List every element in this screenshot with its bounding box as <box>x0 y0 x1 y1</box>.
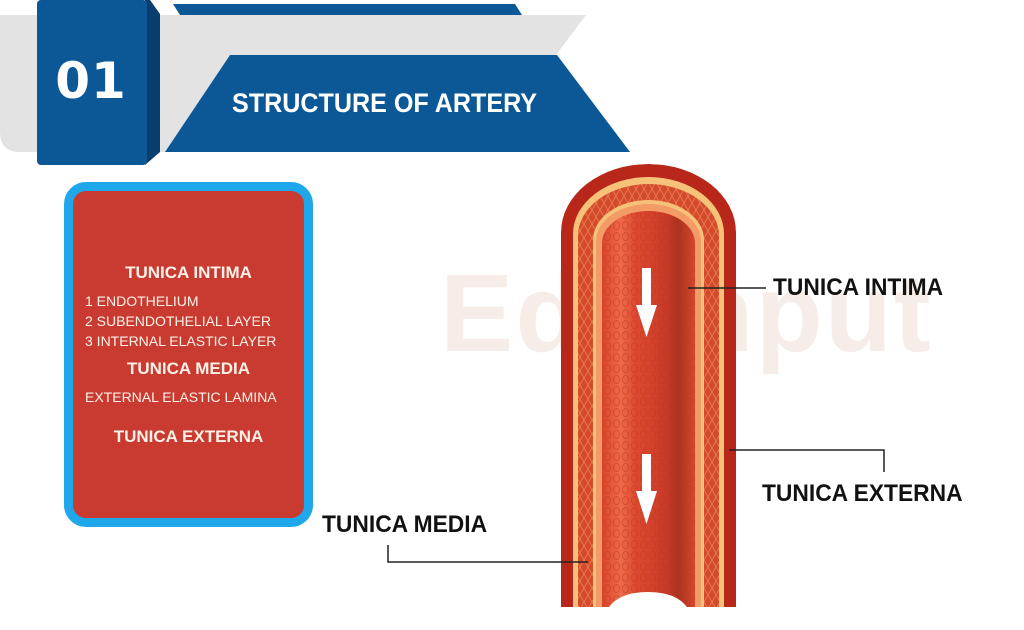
blood-flow-arrow-icon <box>636 454 657 524</box>
leader-line-media <box>387 545 588 563</box>
legend-item: EXTERNAL ELASTIC LAMINA <box>85 389 277 405</box>
header-number-fold <box>145 0 160 165</box>
label-tunica-externa: TUNICA EXTERNA <box>762 480 963 507</box>
legend-heading-externa: TUNICA EXTERNA <box>113 427 264 446</box>
page-title: STRUCTURE OF ARTERY <box>232 88 538 118</box>
label-tunica-media: TUNICA MEDIA <box>322 511 488 538</box>
legend-item: 3 INTERNAL ELASTIC LAYER <box>85 333 277 349</box>
legend-heading-media: TUNICA MEDIA <box>126 359 251 378</box>
leader-line-externa <box>729 449 885 472</box>
label-tunica-intima: TUNICA INTIMA <box>773 274 944 301</box>
blood-flow-arrow-icon <box>636 268 657 337</box>
header-title-banner <box>165 55 630 152</box>
legend-card: TUNICA INTIMA 1 ENDOTHELIUM 2 SUBENDOTHE… <box>64 182 313 527</box>
section-number: 01 <box>55 52 127 110</box>
artery-cut-opening <box>606 592 690 607</box>
header-number-box <box>37 0 147 165</box>
legend-item: 2 SUBENDOTHELIAL LAYER <box>85 313 271 329</box>
header-top-strip <box>173 4 522 15</box>
legend-heading-intima: TUNICA INTIMA <box>125 263 252 282</box>
legend-item: 1 ENDOTHELIUM <box>85 293 199 309</box>
